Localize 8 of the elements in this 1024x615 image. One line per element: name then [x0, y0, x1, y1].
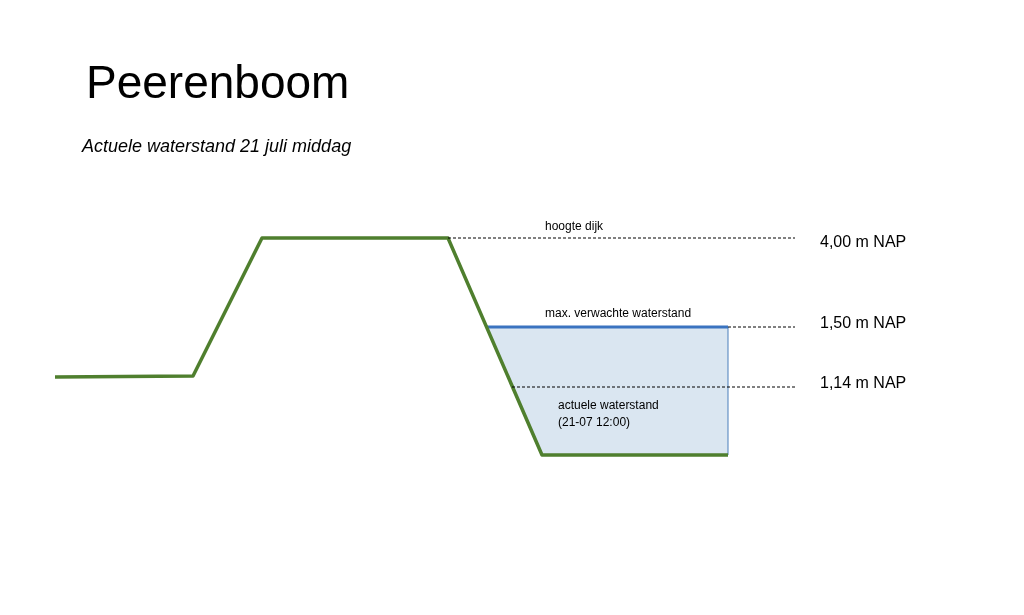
title: Peerenboom [86, 55, 350, 110]
elevation-label: 1,50 m NAP [820, 313, 907, 333]
elevation-label: 4,00 m NAP [820, 232, 907, 252]
elevation-label: 1,14 m NAP [820, 373, 907, 393]
subtitle: Actuele waterstand 21 juli middag [82, 136, 352, 158]
level-label: max. verwachte waterstand [545, 306, 692, 321]
level-label: actuele waterstand (21-07 12:00) [558, 397, 660, 432]
level-label: hoogte dijk [545, 219, 604, 234]
